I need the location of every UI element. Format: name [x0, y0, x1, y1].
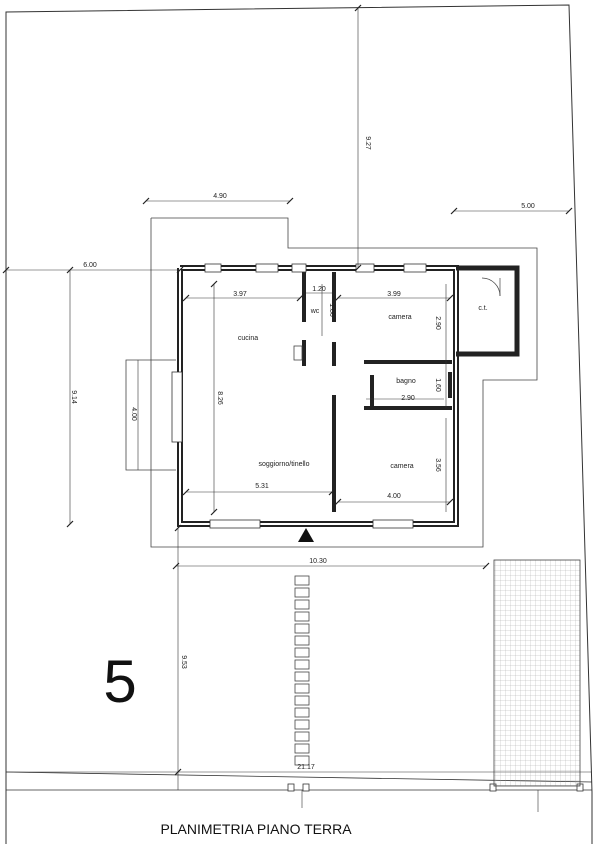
- room-label-ct: c.t.: [478, 305, 487, 312]
- dim-front-depth: 9.53: [180, 655, 187, 669]
- dim-wc-depth: 1.80: [328, 303, 335, 317]
- dim-lot-depth: 9.27: [364, 136, 371, 150]
- paved-parking-area: [493, 559, 581, 787]
- room-label-soggiorno: soggiorno/tinello: [259, 461, 310, 468]
- perimeter-outline: [150, 217, 538, 548]
- ct-door-swing: [481, 277, 501, 297]
- dim-camera-bottom-depth: 3.56: [434, 458, 441, 472]
- dim-total-width: 21.17: [297, 764, 315, 771]
- room-label-camera-top: camera: [388, 314, 411, 321]
- room-label-camera-bottom: camera: [390, 463, 413, 470]
- west-terrace: [125, 359, 176, 471]
- entrance-arrow-icon: [298, 528, 314, 542]
- south-windows: [209, 519, 414, 529]
- dim-camera-bottom-width: 4.00: [387, 493, 401, 500]
- wc-fixture: [293, 345, 303, 361]
- room-label-wc: wc: [310, 308, 320, 315]
- dim-bagno-depth: 1.60: [434, 378, 441, 392]
- dim-cucina-width: 3.97: [233, 291, 247, 298]
- dim-wc-width: 1.20: [312, 286, 326, 293]
- dim-left-margin: 6.00: [83, 262, 97, 269]
- dim-house-width: 10.30: [309, 558, 327, 565]
- dim-interior-depth: 8.26: [216, 391, 223, 405]
- ct-room-walls: [456, 265, 520, 357]
- dim-bagno-width: 2.90: [401, 395, 415, 402]
- drawing-caption: PLANIMETRIA PIANO TERRA: [160, 821, 352, 837]
- interior-walls: [302, 272, 452, 512]
- stepping-stone-path: [294, 575, 310, 766]
- dim-terrace-width: 4.00: [130, 407, 137, 421]
- dim-soggiorno-width: 5.31: [255, 483, 269, 490]
- dim-west-depth: 9.14: [70, 390, 77, 404]
- lot-boundary: [5, 4, 593, 844]
- lot-number: 5: [103, 648, 136, 715]
- dim-right-offset: 5.00: [521, 203, 535, 210]
- room-label-bagno: bagno: [396, 378, 416, 385]
- north-windows: [204, 263, 427, 273]
- room-label-cucina: cucina: [238, 335, 258, 342]
- dimension-ticks: [2, 4, 573, 776]
- west-window: [171, 371, 183, 443]
- dim-left-offset: 4.90: [213, 193, 227, 200]
- dim-camera-top-depth: 2.90: [434, 316, 441, 330]
- dim-camera-top-width: 3.99: [387, 291, 401, 298]
